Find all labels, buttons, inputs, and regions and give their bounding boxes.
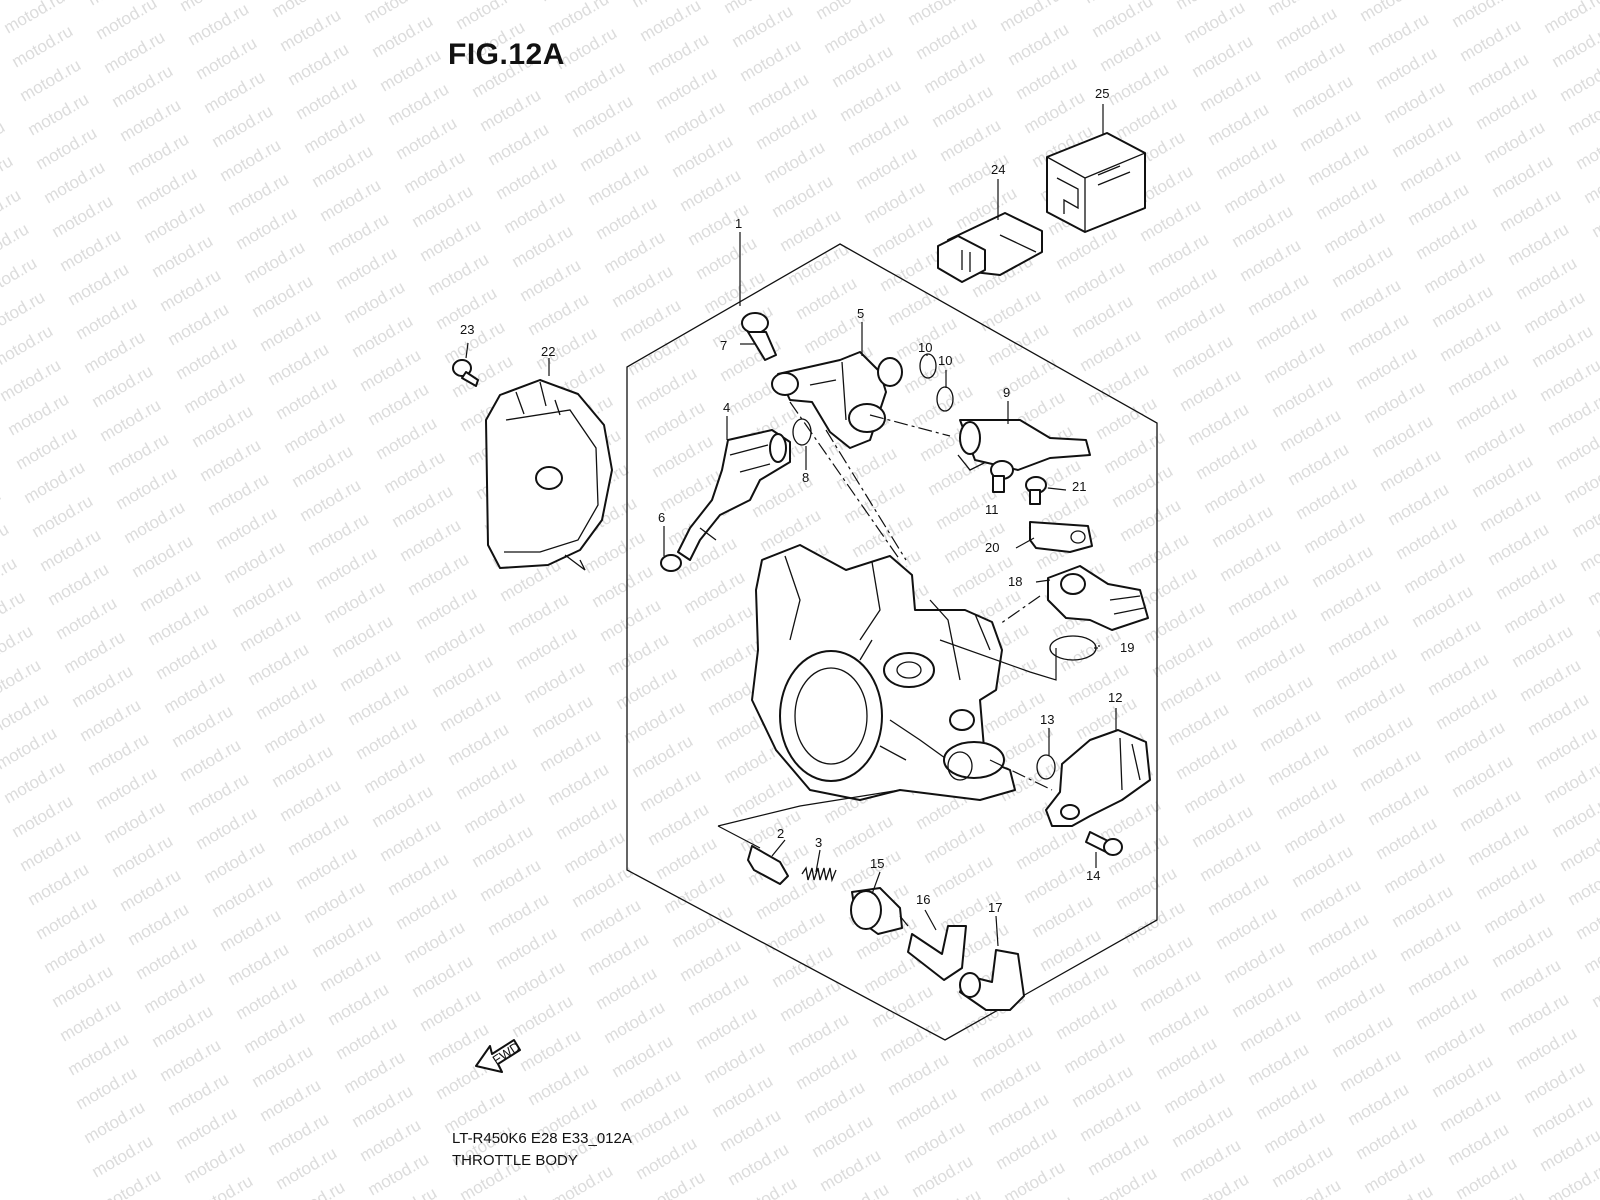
ref-line-fuel-pipe (825, 429, 907, 561)
callout-23: 23 (460, 322, 474, 337)
callout-8: 8 (802, 470, 809, 485)
part-6-seal (660, 554, 682, 572)
callout-10b: 10 (938, 353, 952, 368)
callout-22: 22 (541, 344, 555, 359)
callout-7: 7 (720, 338, 727, 353)
part-1-throttle-body (751, 544, 1016, 801)
part-11-screw (990, 460, 1014, 493)
callout-1: 1 (735, 216, 742, 231)
callout-numbers: 1 2 3 4 5 6 7 8 9 10 10 11 12 13 14 15 1… (460, 86, 1134, 915)
callout-9: 9 (1003, 385, 1010, 400)
callout-11: 11 (985, 502, 999, 517)
figure-code: LT-R450K6 E28 E33_012A (452, 1130, 632, 1147)
callout-6: 6 (658, 510, 665, 525)
callout-14: 14 (1086, 868, 1100, 883)
ref-line-plunger (717, 789, 901, 849)
part-21-screw (1025, 476, 1047, 505)
part-24-coupler (937, 212, 1043, 283)
callout-10a: 10 (918, 340, 932, 355)
part-8-oring (792, 418, 812, 446)
callout-25: 25 (1095, 86, 1109, 101)
callout-21: 21 (1072, 479, 1086, 494)
part-18-sensor (1047, 565, 1149, 631)
part-15-adjuster (850, 887, 909, 935)
part-16-hose (907, 925, 967, 981)
callout-17: 17 (988, 900, 1002, 915)
part-23-screw (452, 359, 479, 387)
part-2-plunger (747, 845, 789, 885)
callout-19: 19 (1120, 640, 1134, 655)
callout-3: 3 (815, 835, 822, 850)
part-25-cover (1046, 132, 1146, 233)
part-22-cover (485, 379, 613, 571)
callout-4: 4 (723, 400, 730, 415)
ref-line-sensor (999, 595, 1041, 625)
ref-line-tps (989, 759, 1053, 791)
part-3-spring (801, 866, 837, 883)
part-10-oring-b (936, 386, 954, 412)
part-12-tps (1045, 729, 1151, 827)
figure-title: FIG.12A (448, 38, 565, 71)
part-4-injector (677, 429, 791, 561)
part-14-screw (1085, 831, 1123, 856)
ref-line-fitting (869, 414, 951, 437)
callout-13: 13 (1040, 712, 1054, 727)
callout-12: 12 (1108, 690, 1122, 705)
callout-5: 5 (857, 306, 864, 321)
callout-20: 20 (985, 540, 999, 555)
callout-15: 15 (870, 856, 884, 871)
fwd-label: FWD (490, 1039, 523, 1068)
part-20-bracket (1029, 521, 1093, 553)
callout-2: 2 (777, 826, 784, 841)
part-13-oring (1036, 754, 1056, 780)
fwd-arrow-icon: FWD (475, 1039, 523, 1073)
callout-18: 18 (1008, 574, 1022, 589)
figure-name: THROTTLE BODY (452, 1152, 578, 1169)
part-5-fuel-pipe (771, 351, 903, 449)
part-10-oring-a (919, 353, 937, 379)
assembly-boundary (626, 243, 1158, 1041)
callout-24: 24 (991, 162, 1005, 177)
part-7-screw (741, 312, 777, 361)
part-19-oring (1049, 635, 1097, 661)
ref-line-injector (789, 401, 901, 561)
part-17-elbow (959, 949, 1025, 1011)
part-9-fitting (957, 419, 1091, 471)
leader-lines (465, 104, 1117, 947)
callout-16: 16 (916, 892, 930, 907)
